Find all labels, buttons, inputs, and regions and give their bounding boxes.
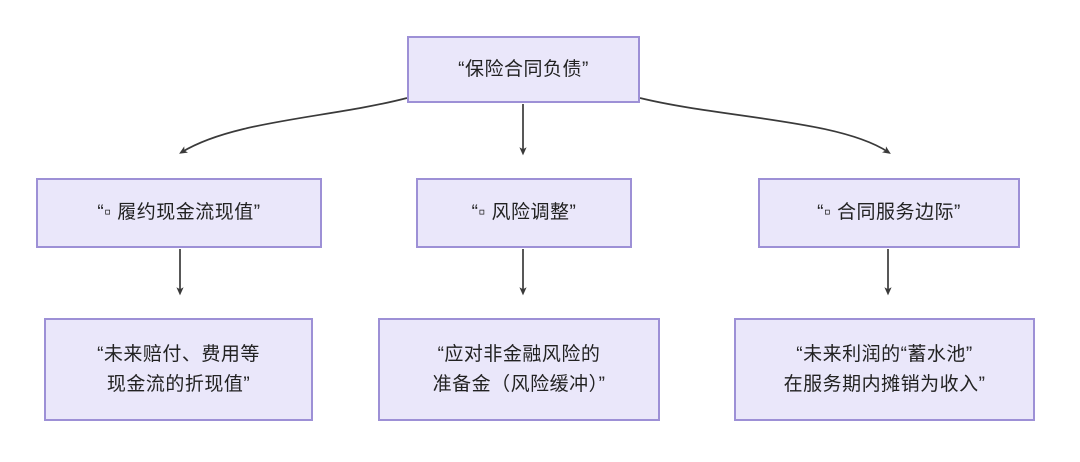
- edge-root-to-csm: [639, 97, 891, 154]
- node-fulfilment-cash-flows[interactable]: “▫ 履约现金流现值”: [36, 178, 322, 248]
- node-risk-adjustment[interactable]: “▫ 风险调整”: [416, 178, 632, 248]
- node-insurance-contract-liability[interactable]: “保险合同负债”: [407, 36, 640, 103]
- node-contractual-service-margin[interactable]: “▫ 合同服务边际”: [758, 178, 1020, 248]
- node-fulfilment-cash-flows-detail[interactable]: “未来赔付、费用等 现金流的折现值”: [44, 318, 313, 421]
- node-contractual-service-margin-detail[interactable]: “未来利润的“蓄水池” 在服务期内摊销为收入”: [734, 318, 1035, 421]
- edge-root-to-fulfilment: [179, 97, 408, 154]
- node-risk-adjustment-detail[interactable]: “应对非金融风险的 准备金（风险缓冲）”: [378, 318, 660, 421]
